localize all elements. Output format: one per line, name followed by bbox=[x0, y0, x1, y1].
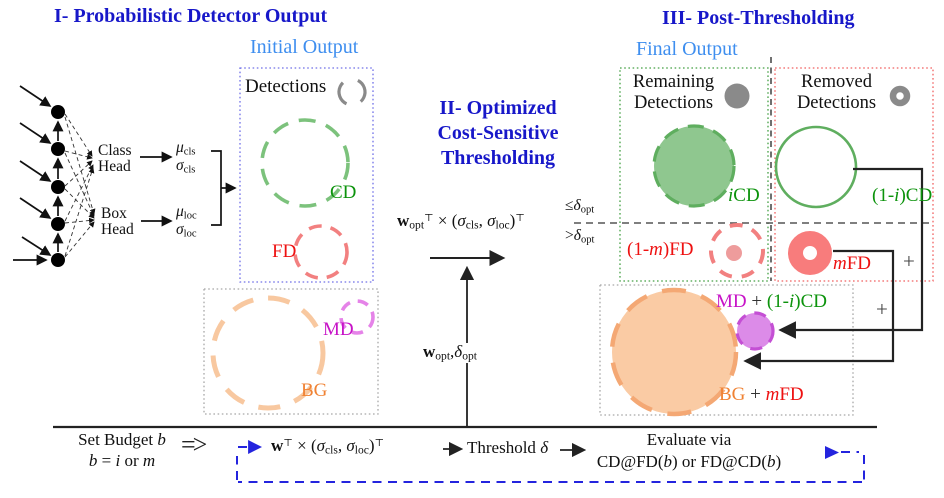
box-head-label: Box Head bbox=[101, 205, 134, 238]
sigma-loc-label: σloc bbox=[176, 221, 197, 240]
one-minus-i-cd-circle bbox=[774, 125, 858, 209]
one-minus-m-fd-circle bbox=[709, 223, 765, 279]
neural-network-sketch bbox=[13, 85, 237, 267]
md-circle bbox=[339, 299, 375, 335]
remaining-detections-label: Remaining Detections bbox=[632, 72, 715, 113]
wopt-formula: wopt⊤ × (σcls, σloc)⊤ bbox=[397, 211, 525, 232]
gt-delta-opt-label: >δopt bbox=[565, 227, 595, 246]
removed-glyph-donut bbox=[889, 85, 911, 107]
bg-plus-mfd-label: BG + mFD bbox=[719, 384, 804, 405]
one-minus-m-fd-dot bbox=[726, 245, 742, 261]
sigma-cls-label: σcls bbox=[176, 157, 196, 176]
feedback-loop-start-arrow bbox=[825, 446, 839, 459]
w-formula-bottom: w⊤ × (σcls, σloc)⊤ bbox=[271, 436, 385, 457]
bg-label: BG bbox=[301, 380, 328, 401]
section-2-title: II- Optimized Cost-Sensitive Thresholdin… bbox=[437, 97, 559, 169]
class-head-label: Class Head bbox=[98, 142, 132, 175]
removed-detections-box bbox=[774, 67, 934, 282]
plus-sign-cd: + bbox=[903, 249, 915, 273]
mfd-donut bbox=[788, 231, 832, 275]
initial-output-box bbox=[239, 67, 374, 283]
merged-output-box bbox=[599, 284, 854, 416]
cd-circle bbox=[260, 118, 350, 208]
fd-circle bbox=[293, 224, 349, 280]
one-minus-i-cd-label: (1-i)CD bbox=[872, 185, 933, 206]
nn-input-arrow bbox=[19, 197, 52, 219]
md-cd-circle bbox=[735, 311, 775, 351]
nn-input-arrow bbox=[19, 122, 52, 144]
set-budget-label: Set Budget b b = i or m bbox=[78, 430, 166, 470]
implies-symbol: => bbox=[181, 430, 207, 459]
nn-input-arrow bbox=[21, 236, 52, 256]
evaluate-label: Evaluate via CD@FD(b) or FD@CD(b) bbox=[596, 430, 782, 471]
feedback-loop bbox=[236, 440, 865, 483]
one-minus-m-fd-label: (1-m)FD bbox=[627, 239, 694, 260]
removed-detections-label: Removed Detections bbox=[796, 72, 877, 113]
initial-output-label: Initial Output bbox=[250, 36, 359, 58]
bg-md-box bbox=[203, 288, 379, 415]
nn-nodes bbox=[51, 105, 65, 267]
removed-cd-to-md-connector bbox=[778, 167, 924, 339]
md-label: MD bbox=[323, 319, 354, 340]
md-plus-cd-label: MD + (1-i)CD bbox=[716, 291, 828, 312]
wopt-deltaopt-label: wopt,δopt bbox=[420, 342, 480, 364]
section-3-title: III- Post-Thresholding bbox=[662, 7, 855, 29]
plus-sign-fd: + bbox=[876, 297, 888, 321]
mu-loc-label: μloc bbox=[176, 203, 197, 222]
icd-label: iCD bbox=[728, 185, 760, 206]
bg-circle bbox=[210, 295, 326, 411]
threshold-label: Threshold δ bbox=[467, 438, 549, 457]
cd-label: CD bbox=[330, 182, 357, 203]
mfd-label: mFD bbox=[833, 253, 872, 274]
remaining-glyph-circle bbox=[724, 83, 750, 109]
nn-dashed-connections bbox=[64, 113, 96, 258]
icd-circle bbox=[652, 124, 736, 208]
detections-label: Detections bbox=[245, 76, 327, 97]
final-output-label: Final Output bbox=[636, 38, 738, 60]
section-1-title: I- Probabilistic Detector Output bbox=[54, 5, 328, 27]
mfd-to-bg-connector bbox=[743, 249, 895, 370]
mu-cls-label: μcls bbox=[176, 139, 196, 158]
output-bracket bbox=[211, 150, 222, 226]
le-delta-opt-label: ≤δopt bbox=[565, 197, 595, 216]
bg-mfd-circle bbox=[609, 287, 739, 417]
fd-label: FD bbox=[272, 241, 297, 262]
detections-glyph-circle bbox=[337, 77, 367, 107]
nn-input-arrow bbox=[19, 160, 52, 182]
nn-input-arrow bbox=[19, 85, 52, 107]
